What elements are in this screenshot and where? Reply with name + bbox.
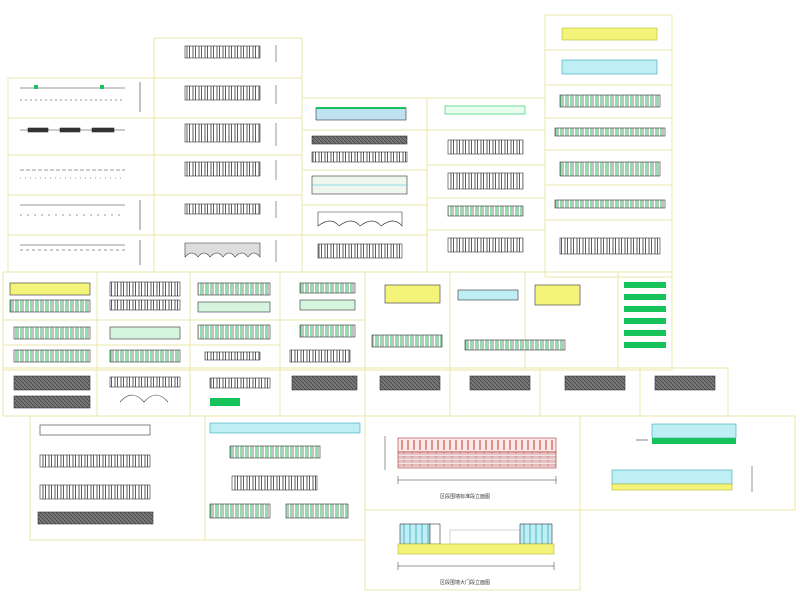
arch-fence-row — [13, 375, 716, 409]
plan-drawings-left — [20, 82, 141, 265]
fence-elevations-col4 — [444, 105, 526, 253]
fence-elevations-col3 — [311, 107, 408, 259]
gate-elevations-bottom-mid — [209, 422, 361, 519]
legend-swatch-grid — [624, 282, 666, 348]
sheet-frames — [2, 14, 796, 591]
fence-elevations-middle — [9, 281, 581, 363]
cyan-wall-elevation — [397, 523, 555, 570]
red-wall-elevation — [384, 436, 557, 484]
right-panel-elevations — [611, 423, 753, 492]
cyan-wall-caption: 区段围墙大门段立面图 — [440, 579, 490, 586]
fence-elevations-right — [554, 27, 666, 255]
fence-elevations-col2 — [184, 45, 277, 262]
red-wall-caption: 区段围墙标准段立面图 — [440, 493, 490, 500]
gate-elevations-bottom-left — [37, 424, 154, 525]
